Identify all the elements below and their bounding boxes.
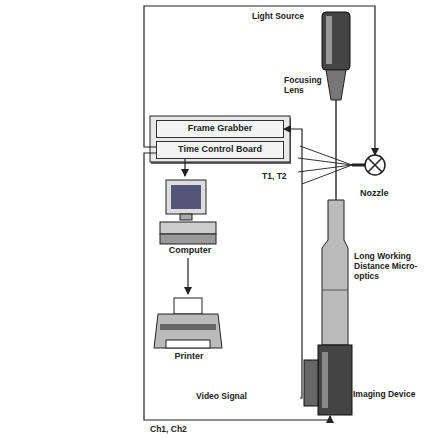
optics-label: Focusing Lens bbox=[284, 76, 324, 96]
imaging-device-body bbox=[318, 345, 352, 415]
imaging-device-node: Imaging Device bbox=[300, 342, 426, 416]
signal-line bbox=[187, 258, 188, 294]
node-label: Light Source bbox=[252, 12, 304, 21]
imaging-device-side bbox=[304, 360, 318, 406]
micro-optics-ring bbox=[322, 290, 348, 291]
spray bbox=[298, 146, 352, 184]
signal-line bbox=[144, 153, 330, 420]
node-label: Computer bbox=[156, 246, 224, 256]
signal-line bbox=[184, 159, 185, 176]
micro-optics bbox=[322, 200, 348, 345]
edge-label: Video Signal bbox=[196, 392, 247, 402]
nozzle-cross bbox=[368, 158, 382, 172]
light-source-body bbox=[322, 12, 350, 70]
nozzle-valve bbox=[365, 155, 385, 175]
nozzle-pipe bbox=[352, 164, 365, 167]
frame-grabber-box: Frame Grabber bbox=[156, 120, 284, 138]
signal-label: T1, T2 bbox=[262, 172, 300, 182]
printer-node: Printer bbox=[150, 294, 228, 368]
optical-axis bbox=[335, 100, 337, 200]
nozzle-node: Nozzle bbox=[360, 155, 412, 201]
light-source-highlight bbox=[326, 16, 332, 64]
computer-icon bbox=[160, 180, 216, 244]
box-shadow bbox=[151, 118, 291, 164]
computer-node: Computer bbox=[156, 176, 224, 258]
imaging-device-highlight bbox=[322, 352, 328, 408]
signal-line bbox=[284, 129, 302, 398]
time-control-board-box: Time Control Board bbox=[156, 141, 284, 159]
printer-icon bbox=[154, 298, 222, 348]
focusing-lens bbox=[326, 70, 346, 100]
optics-label: Long Working Distance Micro-optics bbox=[354, 252, 426, 281]
edge-label: Ch1, Ch2 bbox=[150, 425, 187, 435]
light-source-node: Light Source bbox=[250, 12, 352, 72]
controller-box bbox=[150, 116, 290, 162]
node-label: Nozzle bbox=[360, 189, 389, 199]
node-label: Imaging Device bbox=[353, 390, 415, 399]
node-label: Printer bbox=[150, 352, 228, 362]
signal-line bbox=[144, 6, 375, 155]
node-label: Frame Grabber bbox=[188, 124, 253, 134]
node-label: Time Control Board bbox=[178, 145, 262, 155]
